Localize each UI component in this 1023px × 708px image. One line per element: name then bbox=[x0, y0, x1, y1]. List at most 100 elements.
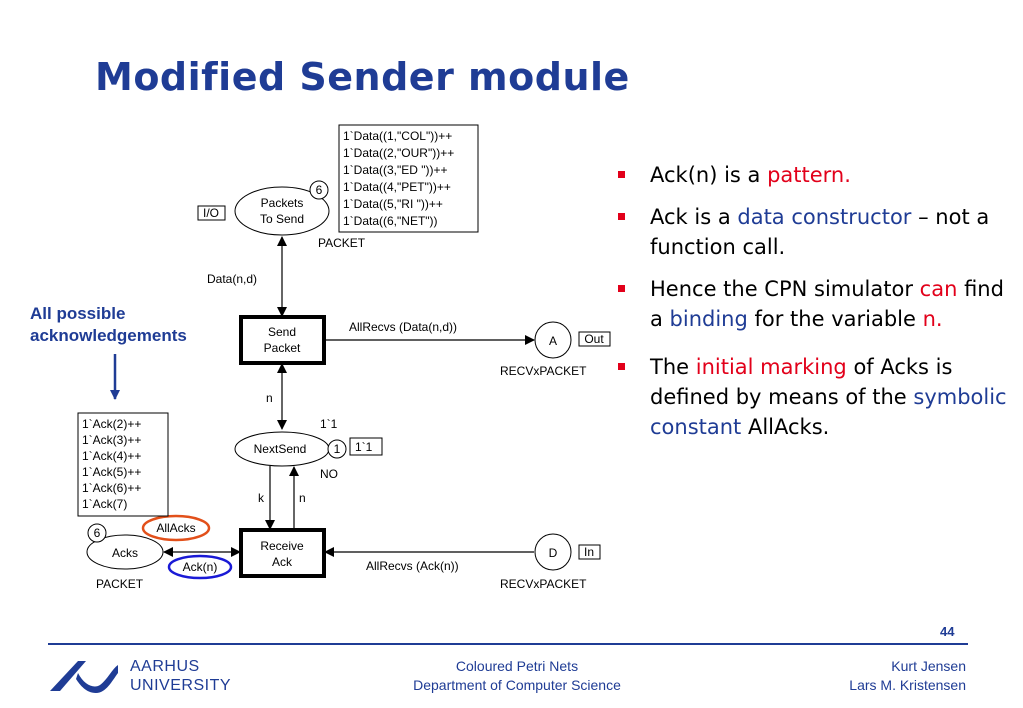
acks-marking-box: 1`Ack(2)++ 1`Ack(3)++ 1`Ack(4)++ 1`Ack(5… bbox=[77, 412, 169, 517]
page-number: 44 bbox=[940, 624, 955, 639]
bullet-text-segment: symbolic constant bbox=[650, 385, 1007, 439]
acks-marking-line: 1`Ack(6)++ bbox=[82, 481, 141, 495]
transition-label: Packet bbox=[264, 341, 301, 355]
place-label: Packets bbox=[261, 196, 304, 210]
port-label: In bbox=[584, 545, 594, 559]
petri-net-diagram: 1`Data((1,"COL"))++ 1`Data((2,"OUR"))++ … bbox=[77, 124, 611, 591]
allacks-highlight: AllAcks bbox=[141, 514, 211, 542]
packets-marking-line: 1`Data((1,"COL"))++ bbox=[343, 129, 452, 143]
bullet-text-segment: Ack(n) is a bbox=[650, 163, 768, 187]
bullet-item: Ack is a data constructor – not a functi… bbox=[618, 202, 1018, 262]
place-label: NextSend bbox=[254, 442, 307, 456]
bullet-item: Hence the CPN simulator can find a bindi… bbox=[618, 274, 1018, 334]
bullet-text-segment: – not a function call. bbox=[650, 205, 990, 259]
acks-marking-line: 1`Ack(3)++ bbox=[82, 433, 141, 447]
footer-divider bbox=[48, 643, 968, 645]
initial-marking: AllAcks bbox=[156, 521, 195, 535]
bullet-text: The initial marking of Acks is defined b… bbox=[650, 355, 1007, 439]
footer-center: Coloured Petri Nets Department of Comput… bbox=[400, 657, 634, 695]
acks-marking-line: 1`Ack(2)++ bbox=[82, 417, 141, 431]
packets-marking-line: 1`Data((3,"ED "))++ bbox=[343, 163, 448, 177]
place-label: A bbox=[549, 334, 557, 348]
token-count-circle bbox=[309, 180, 329, 200]
bullet-marker bbox=[618, 171, 625, 178]
page-title: Modified Sender module bbox=[95, 55, 630, 99]
bullet-marker bbox=[618, 363, 625, 370]
arc-label-k: k bbox=[258, 491, 265, 505]
author-name: Kurt Jensen bbox=[891, 658, 966, 674]
university-name: AARHUS UNIVERSITY bbox=[130, 657, 231, 695]
token-count-circle bbox=[327, 439, 347, 459]
bullet-item: The initial marking of Acks is defined b… bbox=[618, 352, 1018, 442]
port-tag bbox=[578, 544, 601, 560]
arc-label-n-back: n bbox=[299, 491, 306, 505]
token-count: 6 bbox=[316, 183, 323, 197]
token-count-circle bbox=[87, 523, 107, 543]
course-title: Coloured Petri Nets bbox=[455, 658, 579, 674]
bullet-text-segment: for the variable bbox=[747, 307, 923, 331]
aarhus-logo-icon bbox=[50, 661, 118, 693]
port-tag bbox=[578, 331, 611, 347]
footer-right: Kurt Jensen Lars M. Kristensen bbox=[780, 657, 966, 695]
current-marking: 1`1 bbox=[355, 440, 373, 454]
transition-send-packet: Send Packet bbox=[239, 315, 326, 365]
side-note-line: All possible bbox=[30, 304, 126, 323]
arc-label-allrecvs-data: AllRecvs (Data(n,d)) bbox=[349, 320, 457, 334]
side-note-line: acknowledgements bbox=[30, 326, 187, 345]
arc-label-ack-n: Ack(n) bbox=[183, 560, 218, 574]
packets-marking-line: 1`Data((2,"OUR"))++ bbox=[343, 146, 454, 160]
side-note: All possible acknowledgements bbox=[30, 303, 187, 347]
bullet-text-segment: find a bbox=[650, 277, 1004, 331]
place-type: NO bbox=[320, 467, 338, 481]
place-packets-to-send: Packets To Send 6 I/O PACKET bbox=[197, 180, 366, 250]
bullet-text-segment: binding bbox=[669, 307, 748, 331]
transition-label: Receive bbox=[260, 539, 304, 553]
author-name: Lars M. Kristensen bbox=[849, 677, 966, 693]
bullet-text: Ack is a data constructor – not a functi… bbox=[650, 205, 989, 259]
bullet-list: Ack(n) is a pattern. Ack is a data const… bbox=[618, 160, 1018, 454]
bullet-text-segment: Hence the CPN simulator bbox=[650, 277, 920, 301]
acks-marking-line: 1`Ack(7) bbox=[82, 497, 127, 511]
bullet-text-segment: initial marking bbox=[695, 355, 847, 379]
token-count: 1 bbox=[334, 442, 341, 456]
transition-label: Send bbox=[268, 325, 296, 339]
acks-marking-line: 1`Ack(4)++ bbox=[82, 449, 141, 463]
bullet-text-segment: The bbox=[650, 355, 696, 379]
place-label: D bbox=[549, 546, 558, 560]
packets-marking-line: 1`Data((5,"RI "))++ bbox=[343, 197, 443, 211]
port-label: Out bbox=[584, 332, 604, 346]
place-type: PACKET bbox=[318, 236, 366, 250]
packets-marking-box: 1`Data((1,"COL"))++ 1`Data((2,"OUR"))++ … bbox=[338, 124, 479, 233]
place-next-send: NextSend 1 1`1 1`1 NO bbox=[234, 417, 383, 481]
token-count: 6 bbox=[94, 526, 101, 540]
acks-marking-line: 1`Ack(5)++ bbox=[82, 465, 141, 479]
bullet-text: Ack(n) is a pattern. bbox=[650, 163, 851, 187]
bullet-text-segment: AllAcks. bbox=[741, 415, 830, 439]
initial-marking: 1`1 bbox=[320, 417, 338, 431]
place-d: D In RECVxPACKET bbox=[500, 533, 601, 591]
department: Department of Computer Science bbox=[413, 677, 621, 693]
packets-marking-line: 1`Data((6,"NET")) bbox=[343, 214, 438, 228]
place-type: RECVxPACKET bbox=[500, 364, 587, 378]
bullet-marker bbox=[618, 285, 625, 292]
packets-marking-line: 1`Data((4,"PET"))++ bbox=[343, 180, 451, 194]
port-label: I/O bbox=[203, 206, 219, 220]
place-a: A Out RECVxPACKET bbox=[500, 321, 611, 378]
university-line: UNIVERSITY bbox=[130, 677, 232, 694]
bullet-text-segment: can bbox=[919, 277, 958, 301]
arc-label-n: n bbox=[266, 391, 273, 405]
place-label: To Send bbox=[260, 212, 304, 226]
arc-label-allrecvs-ack: AllRecvs (Ack(n)) bbox=[366, 559, 459, 573]
transition-receive-ack: Receive Ack bbox=[239, 528, 326, 578]
place-type: PACKET bbox=[96, 577, 144, 591]
bullet-item: Ack(n) is a pattern. bbox=[618, 160, 1018, 190]
bullet-text-segment: Ack is a bbox=[650, 205, 738, 229]
bullet-text-segment: data constructor bbox=[737, 205, 912, 229]
university-line: AARHUS bbox=[130, 658, 200, 675]
current-marking-box bbox=[349, 437, 383, 456]
bullet-text-segment: pattern. bbox=[767, 163, 851, 187]
port-tag bbox=[197, 205, 226, 221]
place-acks: Acks 6 PACKET bbox=[86, 523, 164, 591]
transition-label: Ack bbox=[272, 555, 293, 569]
ack-n-highlight: Ack(n) bbox=[167, 554, 233, 580]
